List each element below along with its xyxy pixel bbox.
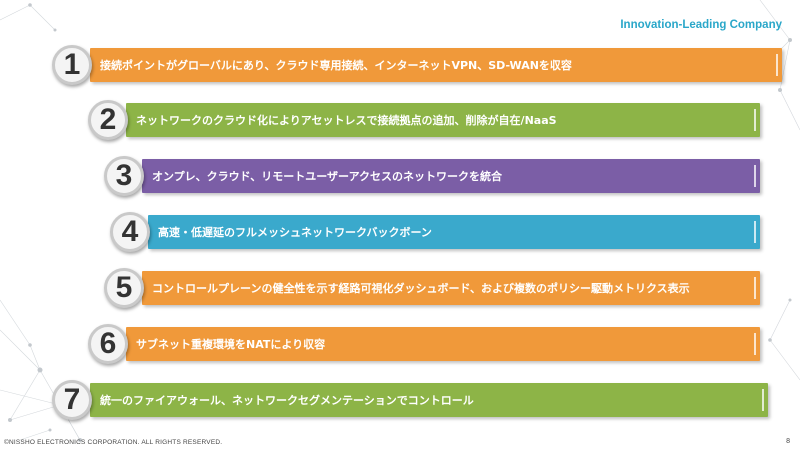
item-text: サブネット重複環境をNATにより収容 (136, 338, 326, 351)
item-text: 高速・低遅延のフルメッシュネットワークバックボーン (158, 226, 432, 239)
page-number: 8 (786, 438, 790, 445)
list-item-6: サブネット重複環境をNATにより収容 6 (88, 324, 760, 364)
item-number-badge: 1 (52, 45, 92, 85)
item-bar: コントロールプレーンの健全性を示す経路可視化ダッシュボード、および複数のポリシー… (142, 271, 760, 305)
list-item-3: オンプレ、クラウド、リモートユーザーアクセスのネットワークを統合 3 (104, 156, 760, 196)
item-number-badge: 7 (52, 380, 92, 420)
list-item-7: 統一のファイアウォール、ネットワークセグメンテーションでコントロール 7 (52, 380, 768, 420)
item-text: オンプレ、クラウド、リモートユーザーアクセスのネットワークを統合 (152, 170, 503, 183)
item-bar: 接続ポイントがグローバルにあり、クラウド専用接続、インターネットVPN、SD-W… (90, 48, 782, 82)
list-item-5: コントロールプレーンの健全性を示す経路可視化ダッシュボード、および複数のポリシー… (104, 268, 760, 308)
item-number-badge: 4 (110, 212, 150, 252)
item-number-badge: 3 (104, 156, 144, 196)
item-bar: サブネット重複環境をNATにより収容 (126, 327, 760, 361)
item-number-badge: 2 (88, 100, 128, 140)
item-bar: 統一のファイアウォール、ネットワークセグメンテーションでコントロール (90, 383, 768, 417)
list-item-2: ネットワークのクラウド化によりアセットレスで接続拠点の追加、削除が自在/NaaS… (88, 100, 760, 140)
item-bar: 高速・低遅延のフルメッシュネットワークバックボーン (148, 215, 760, 249)
item-text: 統一のファイアウォール、ネットワークセグメンテーションでコントロール (100, 394, 474, 407)
copyright-notice: ©NISSHO ELECTRONICS CORPORATION. ALL RIG… (4, 439, 223, 446)
item-text: コントロールプレーンの健全性を示す経路可視化ダッシュボード、および複数のポリシー… (152, 282, 690, 295)
item-bar: オンプレ、クラウド、リモートユーザーアクセスのネットワークを統合 (142, 159, 760, 193)
item-number-badge: 6 (88, 324, 128, 364)
item-text: 接続ポイントがグローバルにあり、クラウド専用接続、インターネットVPN、SD-W… (100, 59, 572, 72)
item-text: ネットワークのクラウド化によりアセットレスで接続拠点の追加、削除が自在/NaaS (136, 114, 557, 127)
item-bar: ネットワークのクラウド化によりアセットレスで接続拠点の追加、削除が自在/NaaS (126, 103, 760, 137)
item-number-badge: 5 (104, 268, 144, 308)
list-item-4: 高速・低遅延のフルメッシュネットワークバックボーン 4 (110, 212, 760, 252)
company-tagline: Innovation-Leading Company (620, 19, 782, 31)
list-item-1: 接続ポイントがグローバルにあり、クラウド専用接続、インターネットVPN、SD-W… (52, 45, 782, 85)
